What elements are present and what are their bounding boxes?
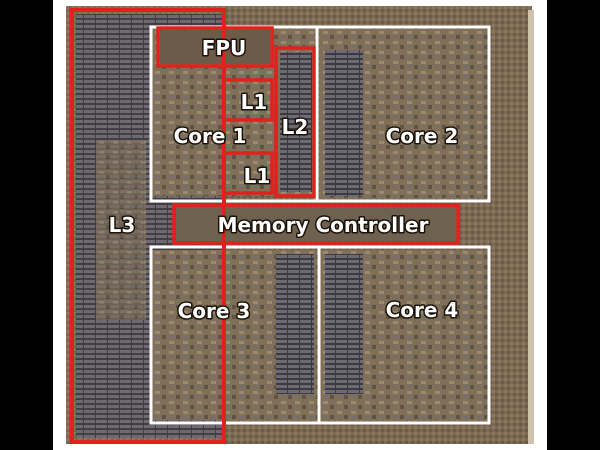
l2-outline xyxy=(274,46,316,198)
l1-bottom-label: L1 xyxy=(244,164,271,188)
l3-outline xyxy=(70,8,226,444)
core2-outline xyxy=(315,25,491,203)
fpu-texture xyxy=(160,30,270,64)
core4-l2-texture xyxy=(325,254,363,394)
core4-outline xyxy=(317,245,491,425)
l1-top-outline xyxy=(222,78,274,122)
core3-l2-texture xyxy=(276,254,314,394)
die-border-right xyxy=(528,10,534,444)
core1-label: Core 1 xyxy=(174,124,247,148)
fpu-label: FPU xyxy=(202,36,247,60)
core4-label: Core 4 xyxy=(386,298,459,322)
memory-controller-label: Memory Controller xyxy=(218,213,429,237)
l2-label: L2 xyxy=(282,115,309,139)
core2-l2-texture xyxy=(325,50,363,196)
memory-controller-outline xyxy=(172,203,460,245)
core3-label: Core 3 xyxy=(178,299,251,323)
l3-label: L3 xyxy=(109,213,136,237)
l1-bottom-outline xyxy=(222,151,274,195)
l3-cache-inner-logic xyxy=(96,140,146,320)
l2-cache-texture xyxy=(280,52,312,192)
fpu-outline xyxy=(156,26,274,68)
l1-top-label: L1 xyxy=(241,90,268,114)
core2-label: Core 2 xyxy=(386,124,459,148)
